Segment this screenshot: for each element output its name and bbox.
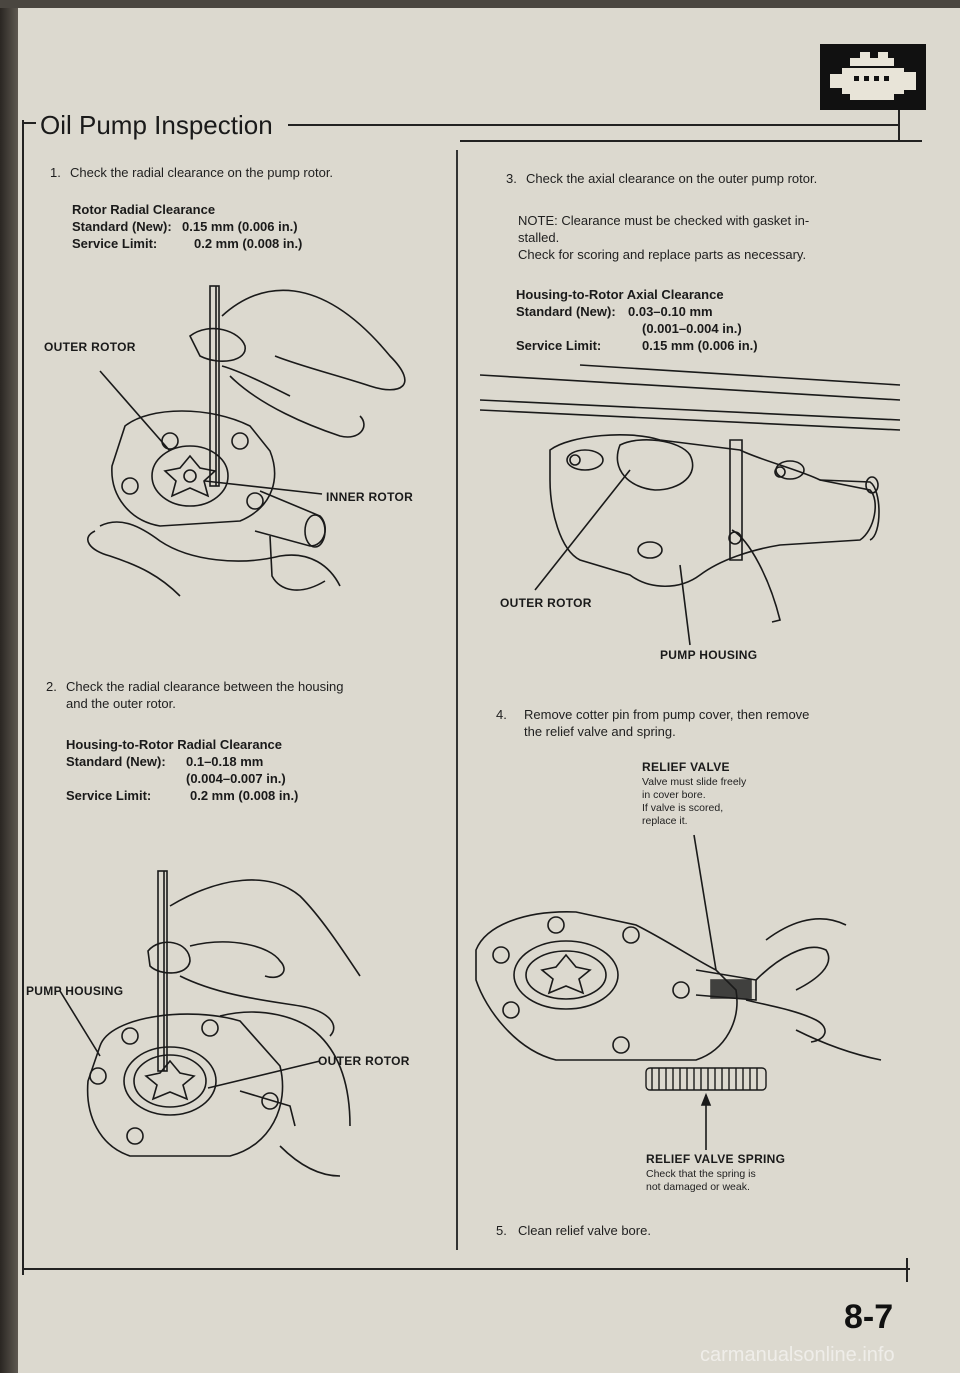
label-inner-rotor: INNER ROTOR [326, 490, 414, 504]
spec-value: (0.001–0.004 in.) [642, 321, 742, 336]
spec-value: (0.004–0.007 in.) [186, 771, 286, 786]
column-divider [456, 150, 458, 1250]
spec-label: Service Limit: [72, 236, 158, 251]
step-text: Remove cotter pin from pump cover, then … [524, 707, 810, 722]
title-rule [288, 124, 900, 126]
step-2: 2. Check the radial clearance between the… [46, 678, 446, 712]
spec-label: Service Limit: [516, 338, 602, 353]
diagram-axial-clearance [479, 360, 910, 665]
label-relief-valve: RELIEF VALVE [642, 760, 730, 774]
note-text: in cover bore. [642, 789, 706, 801]
spec-value: 0.2 mm (0.008 in.) [194, 236, 303, 251]
frame-line [22, 1268, 910, 1270]
diagram-relief-valve [466, 830, 906, 1165]
label-outer-rotor: OUTER ROTOR [318, 1054, 410, 1068]
spec-value: 0.1–0.18 mm [186, 754, 264, 769]
step-text: Check the radial clearance between the h… [66, 679, 344, 694]
step-5: 5. Clean relief valve bore. [496, 1222, 896, 1239]
step-number: 3. [506, 171, 517, 186]
label-relief-valve-spring: RELIEF VALVE SPRING [646, 1152, 786, 1166]
diagram-rotor-radial-clearance [40, 276, 450, 611]
spec-value: 0.03–0.10 mm [628, 304, 713, 319]
step-3: 3. Check the axial clearance on the outer… [506, 170, 906, 187]
step-1: 1. Check the radial clearance on the pump… [50, 164, 450, 181]
spec-block-axial: Housing-to-Rotor Axial Clearance Standar… [516, 286, 758, 354]
spec-block-rotor-radial: Rotor Radial Clearance Standard (New): 0.… [72, 201, 302, 252]
step-text: Clean relief valve bore. [518, 1223, 651, 1238]
watermark: carmanualsonline.info [700, 1344, 895, 1366]
step-text: Check the radial clearance on the pump r… [70, 165, 334, 180]
note-block: NOTE: Clearance must be checked with gas… [518, 212, 898, 263]
step-text: the relief valve and spring. [524, 724, 676, 739]
note-text: stalled. [518, 230, 560, 245]
diagram-housing-radial-clearance [40, 866, 450, 1201]
label-pump-housing: PUMP HOUSING [660, 648, 758, 662]
note-text: not damaged or weak. [646, 1181, 750, 1193]
frame-line [906, 1258, 908, 1282]
spec-title: Housing-to-Rotor Radial Clearance [66, 737, 282, 752]
spec-value: 0.15 mm (0.006 in.) [642, 338, 758, 353]
spec-block-housing-radial: Housing-to-Rotor Radial Clearance Standa… [66, 736, 298, 804]
step-number: 4. [496, 707, 507, 722]
note-text: NOTE: Clearance must be checked with gas… [518, 213, 810, 228]
engine-icon [820, 44, 926, 110]
step-text: and the outer rotor. [66, 696, 176, 711]
step-number: 1. [50, 165, 61, 180]
note-text: Check that the spring is [646, 1168, 756, 1180]
frame-line [22, 120, 24, 1275]
note-text: Valve must slide freely [642, 776, 747, 788]
step-number: 2. [46, 679, 57, 694]
spec-label: Standard (New): [72, 219, 172, 234]
spec-title: Housing-to-Rotor Axial Clearance [516, 287, 724, 302]
relief-valve-spring-note: Check that the spring is not damaged or … [646, 1168, 756, 1194]
page-title: Oil Pump Inspection [40, 110, 273, 140]
note-text: If valve is scored, [642, 802, 724, 814]
page-edge [0, 0, 22, 1373]
spec-value: 0.15 mm (0.006 in.) [182, 219, 298, 234]
step-text: Check the axial clearance on the outer p… [526, 171, 818, 186]
label-outer-rotor: OUTER ROTOR [500, 596, 592, 610]
relief-valve-note: Valve must slide freely in cover bore. I… [642, 776, 746, 828]
frame-line [22, 122, 36, 124]
step-4: 4. Remove cotter pin from pump cover, the… [496, 706, 906, 740]
frame-line [898, 110, 900, 142]
frame-line [460, 140, 922, 142]
page-edge-top [0, 0, 960, 8]
spec-label: Standard (New): [516, 304, 616, 319]
spec-label: Standard (New): [66, 754, 166, 769]
label-outer-rotor: OUTER ROTOR [44, 340, 136, 354]
label-pump-housing: PUMP HOUSING [26, 984, 124, 998]
note-text: replace it. [642, 815, 688, 827]
spec-title: Rotor Radial Clearance [72, 202, 216, 217]
note-text: Check for scoring and replace parts as n… [518, 247, 807, 262]
manual-page [18, 6, 960, 1373]
page-number: 8-7 [844, 1298, 894, 1336]
step-number: 5. [496, 1223, 507, 1238]
spec-label: Service Limit: [66, 788, 152, 803]
spec-value: 0.2 mm (0.008 in.) [190, 788, 299, 803]
